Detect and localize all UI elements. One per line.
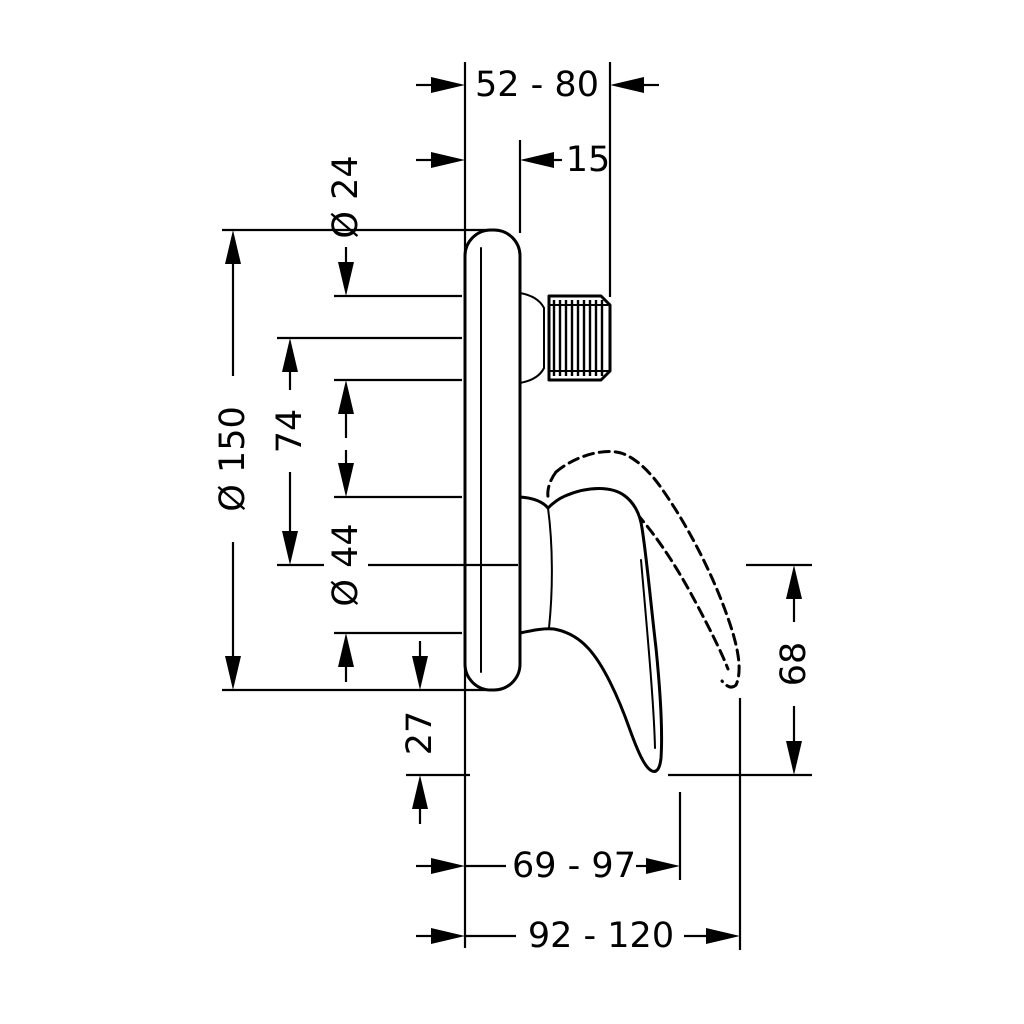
dimension-escutcheon-diameter: Ø 150 (213, 230, 253, 690)
dim-label-axis-distance: 74 (270, 409, 310, 454)
arrowhead-down-icon (338, 463, 354, 497)
handle-solid (518, 487, 664, 773)
dimension-plate-to-lever-tip: 27 (400, 641, 440, 824)
dimension-lever-reach-min: 69 - 97 (416, 846, 680, 886)
arrowhead-up-icon (786, 565, 802, 599)
dim-label-stem-diameter: Ø 24 (326, 155, 366, 238)
arrowhead-down-icon (338, 262, 354, 296)
stem-base-bottom-curve (519, 367, 545, 384)
arrowhead-down-icon (412, 656, 428, 690)
knurl-hatching (552, 300, 604, 376)
dim-label-hub-diameter: Ø 44 (326, 523, 366, 606)
dimension-installation-depth: 52 - 80 (416, 65, 659, 105)
arrowhead-right-icon (431, 77, 465, 93)
arrowhead-up-icon (225, 230, 241, 264)
dashed-handle-tip (720, 679, 738, 689)
dim-label-lever-drop: 68 (774, 642, 814, 687)
handle-dashed-position (546, 450, 741, 689)
arrowhead-down-icon (786, 741, 802, 775)
connection-stem (519, 292, 612, 384)
hub-cap-line (547, 507, 553, 629)
arrowhead-up-icon (338, 380, 354, 414)
dim-label-installation-depth: 52 - 80 (475, 65, 599, 105)
arrowhead-right-icon (431, 152, 465, 168)
dim-label-plate-to-lever-tip: 27 (400, 711, 440, 756)
plate-outline (463, 228, 522, 692)
dim-label-lever-reach-max: 92 - 120 (528, 916, 674, 956)
arrowhead-right-icon (431, 858, 465, 874)
dimension-lever-reach-max: 92 - 120 (416, 916, 740, 956)
arrowhead-right-icon (431, 928, 465, 944)
escutcheon-plate (463, 228, 522, 692)
extension-lines (222, 62, 812, 950)
arrowhead-down-icon (282, 531, 298, 565)
dashed-handle-outer-edge (554, 450, 741, 687)
arrowhead-right-icon (706, 928, 740, 944)
dimension-stem-diameter: Ø 24 (326, 155, 366, 438)
dimension-lever-drop: 68 (774, 565, 814, 775)
arrowhead-down-icon (225, 656, 241, 690)
dim-label-escutcheon-diameter: Ø 150 (213, 406, 253, 511)
arrowhead-up-icon (338, 633, 354, 667)
dim-label-plate-offset: 15 (566, 140, 611, 180)
arrowhead-left-icon (520, 152, 554, 168)
dimension-hub-diameter: Ø 44 (326, 450, 366, 682)
arrowhead-right-icon (646, 858, 680, 874)
stem-base-top-curve (519, 292, 545, 309)
handle-outline (518, 487, 664, 773)
arrowhead-up-icon (282, 338, 298, 372)
dashed-handle-head-edge (546, 470, 558, 499)
dim-label-lever-reach-min: 69 - 97 (512, 846, 636, 886)
arrowhead-left-icon (610, 77, 644, 93)
arrowhead-up-icon (412, 775, 428, 809)
dimension-axis-distance: 74 (270, 338, 310, 565)
handle-ridge-line (640, 559, 656, 749)
dimension-plate-offset: 15 (416, 140, 610, 180)
